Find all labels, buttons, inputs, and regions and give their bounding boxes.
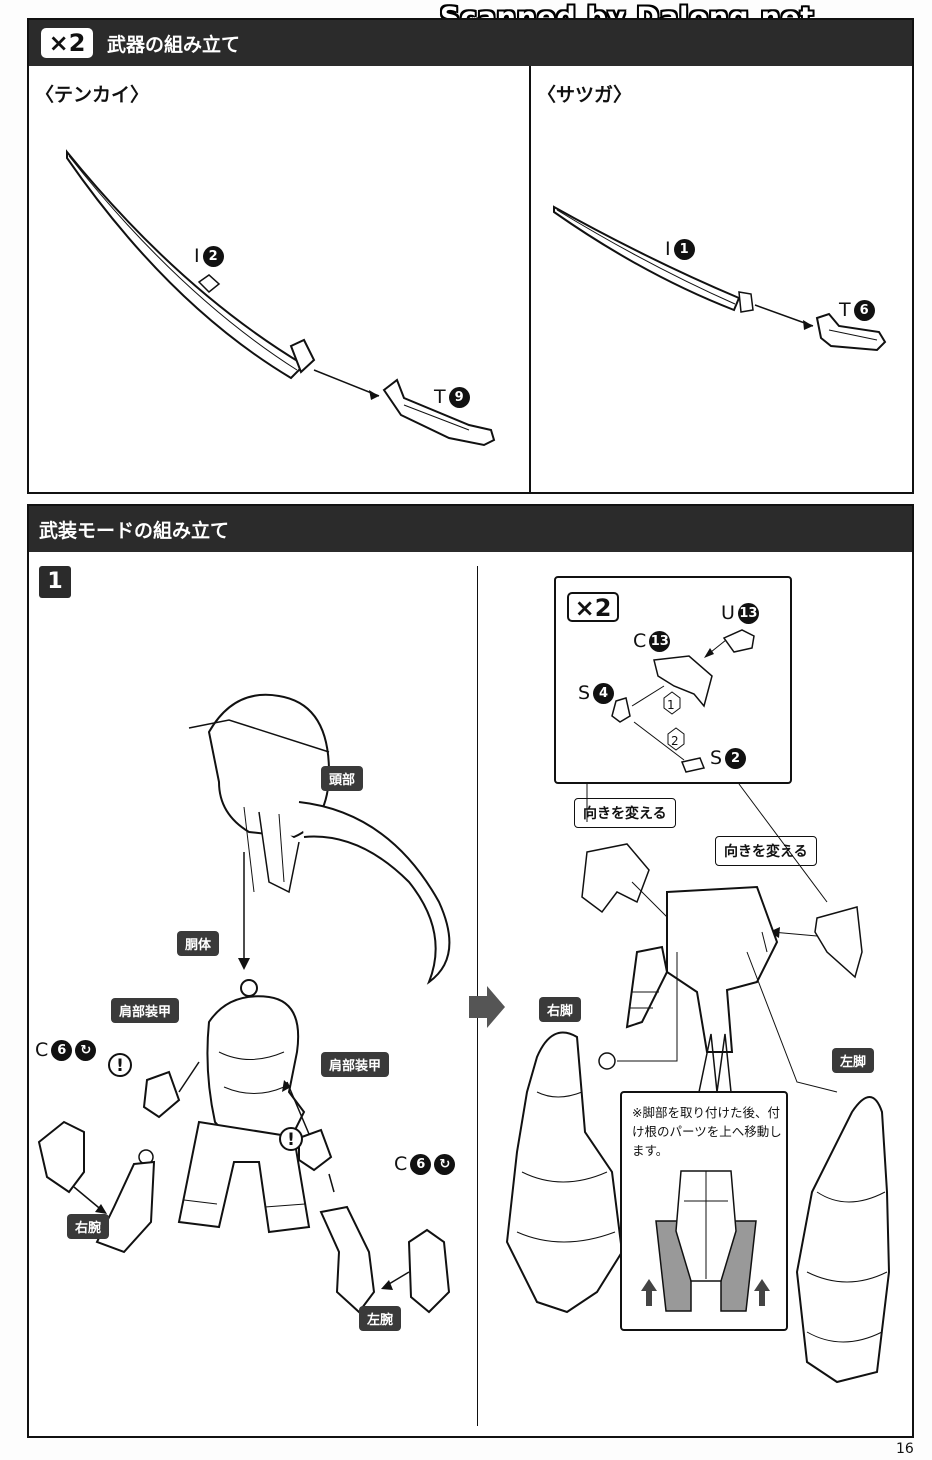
part-code-c6-left-hand: C 6 ↻ xyxy=(394,1153,456,1175)
caution-icon: ! xyxy=(279,1127,303,1151)
next-step-arrow-icon xyxy=(469,986,505,1028)
label-torso: 胴体 xyxy=(177,931,220,956)
part-code-u13: U 13 xyxy=(721,602,759,624)
label-turn-around-right: 向きを変える xyxy=(715,836,817,866)
move-up-arrow-icon xyxy=(641,1279,657,1306)
label-turn-around-left: 向きを変える xyxy=(574,798,676,828)
order-number-1: 1 xyxy=(667,698,675,712)
weapon-assembly-header: ×2 武器の組み立て xyxy=(29,20,912,66)
step-number-badge: 1 xyxy=(39,566,71,598)
weapon-assembly-title: 武器の組み立て xyxy=(107,33,241,56)
quantity-badge: ×2 xyxy=(41,28,93,58)
armed-mode-section: 武装モードの組み立て 1 xyxy=(27,504,914,1438)
katana-tsuba xyxy=(738,291,754,313)
katana-blade xyxy=(553,205,741,312)
hip-armor-left xyxy=(814,906,863,979)
part-s2 xyxy=(680,757,706,773)
part-code-t6: T 6 xyxy=(839,299,875,321)
katana-blade xyxy=(66,149,306,380)
armed-mode-title: 武装モードの組み立て xyxy=(39,519,230,542)
katana-satsuga-drawing xyxy=(553,205,887,352)
shoulder-armor-right xyxy=(142,1070,181,1119)
assembly-arrow-tenkai xyxy=(313,369,380,397)
left-arm-part xyxy=(319,1205,376,1314)
panel-label-tenkai: 〈テンカイ〉 xyxy=(35,84,150,106)
part-s4 xyxy=(611,697,631,723)
part-u13 xyxy=(722,629,755,653)
label-shoulder-armor-left: 肩部装甲 xyxy=(321,1052,390,1077)
hip-armor-right xyxy=(581,843,650,914)
part-code-s4: S 4 xyxy=(578,682,615,704)
part-code-s2: S 2 xyxy=(710,747,747,769)
katana-tsuba xyxy=(289,338,316,374)
torso-part xyxy=(206,995,306,1154)
left-hand-part xyxy=(407,1228,451,1314)
katana-tenkai-drawing xyxy=(66,149,496,447)
left-leg-part xyxy=(795,1096,891,1384)
skirt-part xyxy=(177,1120,311,1234)
note-callout-pointer xyxy=(698,1033,732,1093)
weapon-assembly-section: ×2 武器の組み立て 〈テンカイ〉 I 2 T 9 〈サツガ〉 I 1 xyxy=(27,18,914,494)
label-head: 頭部 xyxy=(321,766,364,791)
label-left-leg: 左脚 xyxy=(832,1048,875,1073)
order-hexagon-1 xyxy=(663,691,681,715)
inset-quantity-badge: ×2 xyxy=(567,592,619,622)
part-code-c6-right-hand: C 6 ↻ xyxy=(35,1039,97,1061)
caution-icon: ! xyxy=(108,1053,132,1077)
hand-swap-icon: ↻ xyxy=(434,1153,456,1175)
panel-divider xyxy=(529,66,531,494)
label-right-leg: 右脚 xyxy=(539,997,582,1022)
page-number: 16 xyxy=(896,1441,914,1457)
grip-part-satsuga xyxy=(815,312,887,352)
leg-assembly-drawing xyxy=(505,783,891,1384)
label-right-arm: 右腕 xyxy=(67,1214,110,1239)
armed-mode-header: 武装モードの組み立て xyxy=(29,506,912,552)
inset-parts-drawing xyxy=(611,629,755,773)
body-assembly-drawing xyxy=(37,693,451,1314)
hand-swap-icon: ↻ xyxy=(75,1039,97,1061)
shoulder-armor-left xyxy=(298,1128,333,1172)
leg-joint-detail-drawing xyxy=(641,1170,770,1312)
right-leg-part xyxy=(505,1031,624,1314)
order-hexagon-2 xyxy=(667,727,685,751)
katana-blade-edge xyxy=(68,155,298,371)
panel-label-satsuga: 〈サツガ〉 xyxy=(537,84,633,106)
move-up-arrow-icon xyxy=(754,1279,770,1306)
label-left-arm: 左腕 xyxy=(359,1306,402,1331)
torso-lower xyxy=(666,885,779,1053)
part-code-i1: I 1 xyxy=(665,238,695,260)
part-code-t9: T 9 xyxy=(434,386,470,408)
label-shoulder-armor-right: 肩部装甲 xyxy=(111,998,180,1023)
part-code-i2: I 2 xyxy=(194,245,224,267)
right-arm-part xyxy=(95,1160,156,1254)
leg-joint-note-text: ※脚部を取り付けた後、付け根のパーツを上へ移動します。 xyxy=(632,1105,782,1158)
part-c13 xyxy=(653,655,713,708)
katana-habaki xyxy=(197,274,221,294)
part-code-c13: C 13 xyxy=(633,630,671,652)
leg-joint-note-box: ※脚部を取り付けた後、付け根のパーツを上へ移動します。 xyxy=(620,1091,788,1331)
right-hand-part xyxy=(37,1120,85,1194)
hair-strand xyxy=(298,801,451,985)
order-number-2: 2 xyxy=(671,734,679,748)
